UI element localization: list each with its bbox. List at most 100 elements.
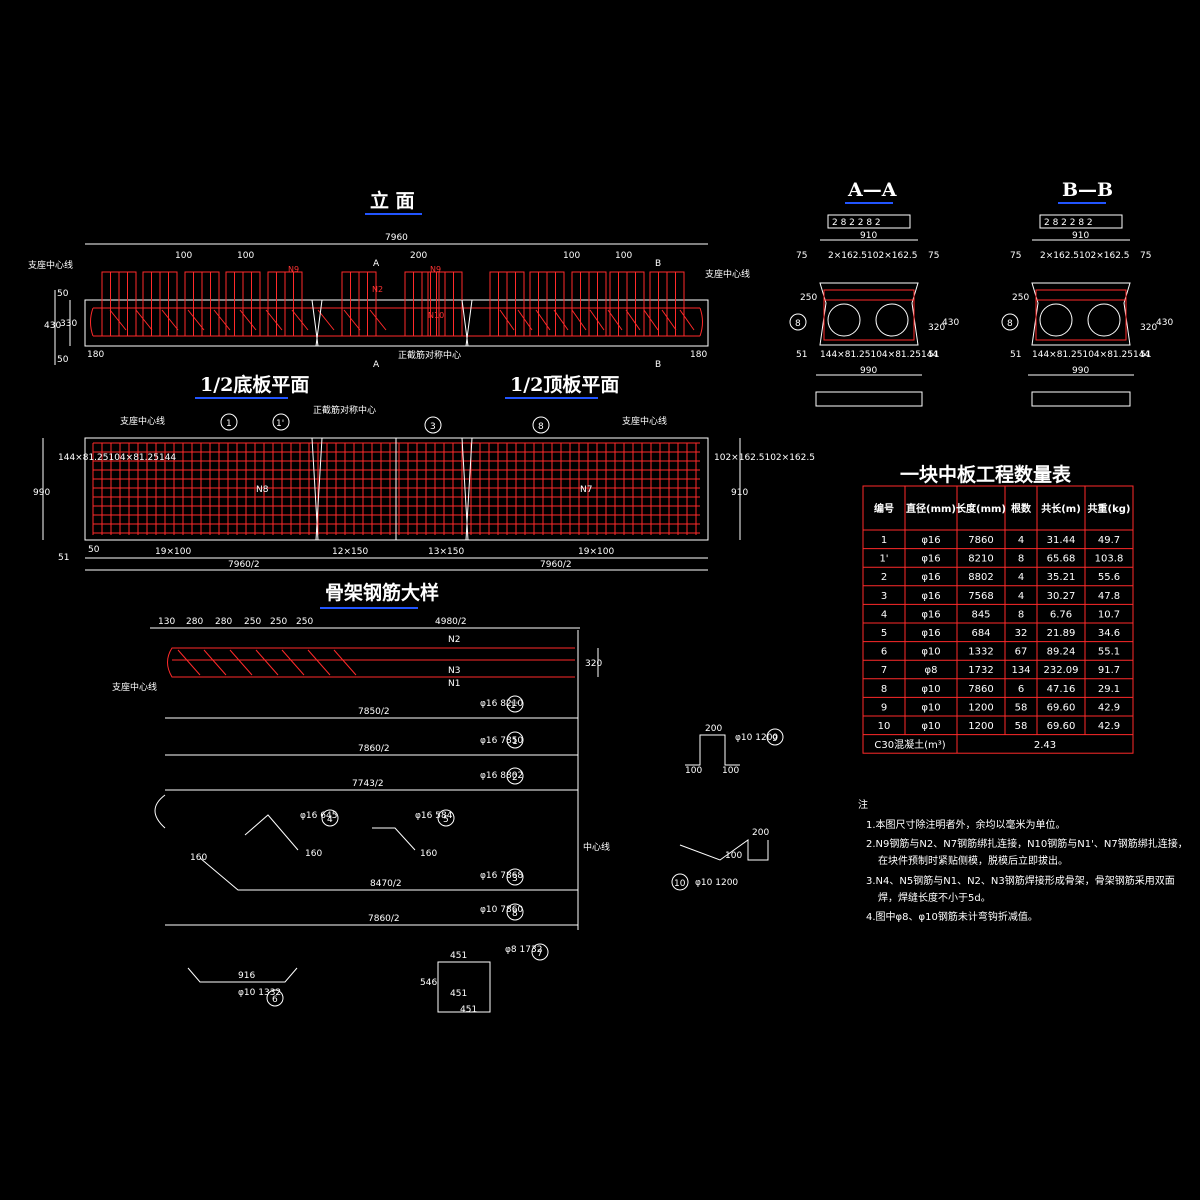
table-header-cell: 共长(m) [1041,502,1081,515]
sk-circle-5: 5 [443,815,449,825]
table-header-cell: 编号 [874,502,894,515]
dim-990: 990 [33,488,50,498]
sk-130: 130 [158,617,175,627]
section-b-b: B—B 2 8 2 2 8 2 910 75 75 2×162.5102×162… [1001,179,1173,407]
half-bottom-title: 1/2底板平面 [200,373,309,396]
sk-4980: 4980/2 [435,617,467,627]
dim-half-right: 7960/2 [540,560,572,570]
table-cell: 232.09 [1044,665,1079,676]
table-cell: 6 [881,647,887,658]
n8-label-plan: N8 [256,485,269,495]
sk-451c: 451 [460,1005,477,1015]
dim-side-left: 144×81.25104×81.25144 [58,453,176,463]
note-3b: 焊，焊缝长度不小于5d。 [878,891,991,904]
table-cell: 91.7 [1098,665,1120,676]
elevation-view: 立 面 7960 A A B B 支座中心线 支座中心线 正截筋对称中心 N9 … [28,189,750,370]
section-b-250: 250 [1012,293,1029,303]
table-header-cell: 直径(mm) [906,502,956,515]
circle-1p: 1' [276,419,284,429]
dim-50-plan: 50 [88,545,100,555]
table-cell: 35.21 [1047,572,1076,583]
table-cell: φ16 [921,554,940,565]
diag-bar-right [517,309,533,331]
table-cell: 1200 [968,721,993,732]
sk-diag-bar [177,649,201,676]
section-a-430: 430 [942,318,959,328]
table-cell: 1200 [968,702,993,713]
n10-label: N10 [428,311,444,320]
table-cell: φ16 [921,572,940,583]
dim-430: 430 [44,321,61,331]
table-cell: 49.7 [1098,535,1120,546]
diag-bar-left [343,309,361,331]
n7-label-plan: N7 [580,485,592,495]
sk-phi8-1732: φ8 1732 [505,945,542,955]
sk-250c: 250 [296,617,313,627]
table-cell: 845 [971,609,990,620]
table-cell: 67 [1015,647,1028,658]
n9-label-2: N9 [430,265,441,274]
dim-side-right: 102×162.5102×162.5 [714,453,815,463]
section-b-top-nums: 2 8 2 2 8 2 [1044,218,1093,228]
sk-diag-bar [255,649,279,676]
table-cell: 42.9 [1098,721,1120,732]
note-1: 1.本图尺寸除注明者外，余均以毫米为单位。 [866,818,1066,831]
n9-label: N9 [288,265,299,274]
sk-546: 546 [420,978,437,988]
sk-phi10-7860: φ10 7860 [480,905,523,915]
sk-100c: 100 [725,851,742,861]
sk-diag-bar [281,649,305,676]
table-cell: 1332 [968,647,993,658]
diag-bar-right [571,309,587,331]
section-b-title: B—B [1062,179,1113,201]
table-cell: φ16 [921,609,940,620]
table-cell: 47.8 [1098,591,1120,602]
table-cell: 10.7 [1098,609,1120,620]
table-cell: 7860 [968,684,993,695]
sk-diag-bar [333,649,357,676]
table-cell: φ16 [921,591,940,602]
section-b-51-right: 51 [1140,350,1151,360]
support-center-plan-right: 支座中心线 [622,415,667,427]
table-cell: 6 [1018,684,1024,695]
table-cell: 10 [878,721,891,732]
table-cell: 30.27 [1047,591,1076,602]
dim-100-b: 100 [237,251,254,261]
diag-bar-left [291,309,309,331]
table-concrete-value: 2.43 [1034,740,1056,751]
table-cell: 3 [881,591,887,602]
table-cell: 103.8 [1095,554,1124,565]
table-cell: 4 [881,609,887,620]
table-cell: 89.24 [1047,647,1076,658]
sk-support-center: 支座中心线 [112,681,157,693]
table-cell: 69.60 [1047,702,1076,713]
notes-block: 注 1.本图尺寸除注明者外，余均以毫米为单位。 2.N9钢筋与N2、N7钢筋绑扎… [858,798,1188,923]
table-cell: 65.68 [1047,554,1076,565]
table-cell: φ10 [921,721,940,732]
sk-circle-2: 2 [512,773,518,783]
section-a-75-left: 75 [796,251,807,261]
sk-7860b: 7860/2 [368,914,400,924]
support-center-label-right: 支座中心线 [705,268,750,280]
n2-label: N2 [372,285,383,294]
dim-12x150: 12×150 [332,547,368,557]
table-border [862,485,1134,754]
sk-100b: 100 [722,766,739,776]
stirrup-group [101,271,695,337]
sk-916: 916 [238,971,255,981]
sk-phi16-645: φ16 645 [300,811,337,821]
diag-bar-left [135,309,153,331]
circle-3: 3 [430,422,436,432]
sk-circle-1: 1 [512,737,518,747]
table-cell: φ10 [921,702,940,713]
sk-451a: 451 [450,951,467,961]
skeleton-rebar-detail: 骨架钢筋大样 130 280 280 250 250 250 4980/2 N2… [112,581,784,1015]
diag-bar-right [607,309,623,331]
sk-circle-7: 7 [537,949,543,959]
diag-bar-right [499,309,515,331]
table-header-cell: 共重(kg) [1088,502,1131,515]
table-cell: φ8 [925,665,938,676]
dim-180-left: 180 [87,350,104,360]
table-cell: 6.76 [1050,609,1072,620]
diag-bar-right [625,309,641,331]
